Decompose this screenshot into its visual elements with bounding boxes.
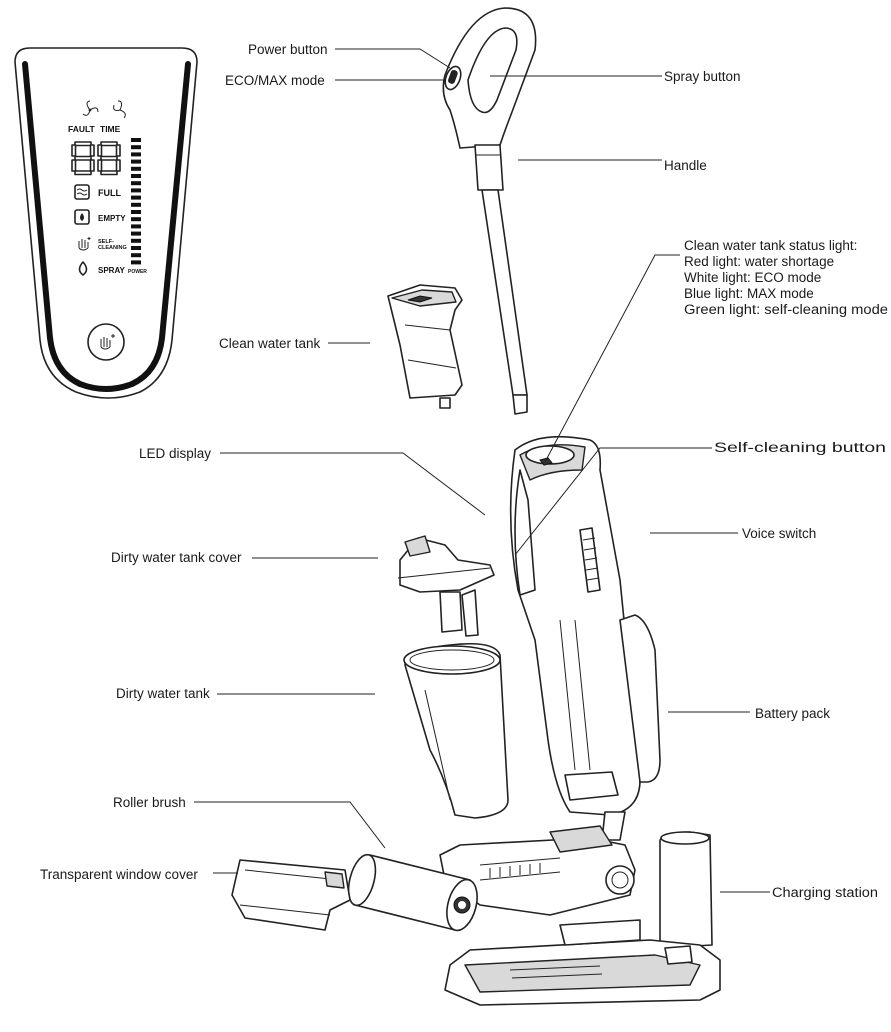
label-status-light-blue: Blue light: MAX mode — [684, 286, 814, 301]
label-voice-switch: Voice switch — [742, 526, 816, 541]
power-segment — [131, 152, 141, 157]
self-cleaning-label-1: SELF- — [98, 239, 114, 245]
label-battery-pack: Battery pack — [755, 706, 830, 721]
power-segment — [131, 202, 141, 207]
label-led-display: LED display — [139, 446, 211, 461]
power-segment — [131, 181, 141, 186]
power-segment — [131, 138, 141, 142]
seven-segment-display: 88 — [71, 141, 121, 176]
power-segment — [131, 174, 141, 178]
power-level-bar — [131, 138, 141, 265]
main-body-part — [509, 435, 661, 841]
spray-label: SPRAY — [98, 266, 125, 275]
fault-label: FAULT — [68, 124, 96, 134]
time-label: TIME — [100, 124, 121, 134]
label-clean-water-tank: Clean water tank — [219, 336, 321, 351]
transparent-window-cover-part — [231, 859, 351, 931]
power-segment — [131, 210, 141, 214]
power-segment — [131, 253, 141, 258]
self-cleaning-touch-button[interactable] — [87, 323, 125, 361]
label-roller-brush: Roller brush — [113, 795, 186, 810]
roller-brush-part — [347, 853, 478, 932]
dirty-water-tank-cover-part — [397, 535, 495, 637]
power-segment — [131, 238, 141, 243]
power-segment — [131, 188, 141, 193]
label-charging-station: Charging station — [772, 885, 878, 900]
full-label: FULL — [98, 188, 121, 198]
fan-icon — [82, 100, 99, 116]
label-dirty-water-tank: Dirty water tank — [116, 686, 210, 701]
power-segment — [131, 217, 141, 222]
floor-head-part — [439, 825, 636, 916]
label-status-light-green: Green light: self-cleaning mode — [684, 302, 888, 317]
label-power-button: Power button — [248, 42, 328, 57]
charging-station-part — [444, 831, 721, 1006]
empty-water-icon — [74, 209, 90, 225]
self-cleaning-label-2: CLEANING — [98, 245, 127, 251]
hand-sparkle-icon — [100, 334, 115, 350]
power-segment — [131, 231, 141, 236]
handle-part — [442, 7, 537, 415]
label-status-light-title: Clean water tank status light: — [684, 238, 857, 253]
dirty-water-tank-part — [403, 642, 509, 819]
power-label: POWER — [128, 269, 147, 275]
label-handle: Handle — [664, 158, 707, 173]
full-tank-icon — [74, 184, 90, 200]
empty-label: EMPTY — [98, 214, 126, 223]
fan-icon — [113, 100, 126, 119]
label-eco-max-mode: ECO/MAX mode — [225, 73, 325, 88]
power-segment — [131, 224, 141, 229]
led-display-panel: FAULT TIME 88 — [14, 47, 198, 399]
power-segment — [131, 145, 141, 150]
label-dirty-water-tank-cover: Dirty water tank cover — [111, 550, 242, 565]
label-self-cleaning-button: Self-cleaning button — [714, 440, 886, 455]
hand-sparkle-icon — [78, 237, 91, 251]
power-segment — [131, 260, 141, 265]
label-spray-button: Spray button — [664, 69, 741, 84]
label-status-light-red: Red light: water shortage — [684, 254, 834, 269]
callout-labels: Power button ECO/MAX mode Spray button H… — [40, 42, 888, 900]
clean-water-tank-part — [387, 284, 463, 409]
water-drop-icon — [78, 261, 88, 276]
label-status-light-white: White light: ECO mode — [684, 270, 821, 285]
power-segment — [131, 159, 141, 164]
label-transparent-window-cover: Transparent window cover — [40, 867, 198, 882]
power-segment — [131, 246, 141, 250]
leader-lines — [194, 48, 770, 893]
power-segment — [131, 166, 141, 171]
power-segment — [131, 195, 141, 200]
